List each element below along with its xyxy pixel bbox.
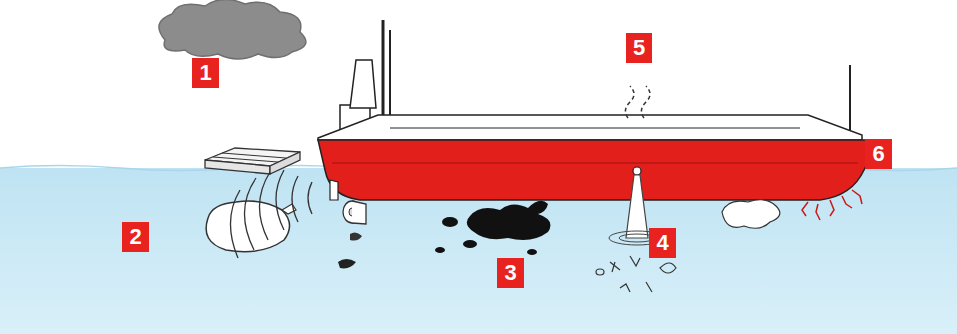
callout-number: 2 [122,222,149,252]
pallet-slat [222,153,286,158]
callout-number: 6 [865,139,892,169]
grey-water [722,200,780,229]
mast [389,30,391,118]
oil-drop [527,249,537,255]
pallet [270,152,300,174]
smoke-cloud [159,0,306,59]
outlet [633,167,641,175]
deck [318,115,862,140]
ship-hull [318,140,869,200]
bow-mast [849,65,851,135]
vapour [641,86,650,118]
waste [350,232,362,240]
oil-drop [442,217,458,227]
pallet [205,160,270,174]
oil-drop [435,247,445,253]
mast [382,20,385,118]
discharge-plume [626,175,648,238]
sound-waves [230,170,312,258]
rudder [330,180,338,200]
vapour [625,86,634,118]
oil-slick [467,201,551,240]
pallet-slat [213,157,278,162]
waste [338,259,356,268]
callout-number: 1 [192,58,219,88]
hull-line [332,163,858,164]
callout-number: 3 [497,258,524,288]
callout-number: 4 [649,228,676,258]
funnel [350,60,376,108]
deck-line [390,128,800,129]
callout-number: 5 [626,33,652,63]
oil-drop [463,240,477,248]
debris [596,256,676,292]
antifouling-leach [802,190,862,220]
toilet-roll [352,201,366,224]
